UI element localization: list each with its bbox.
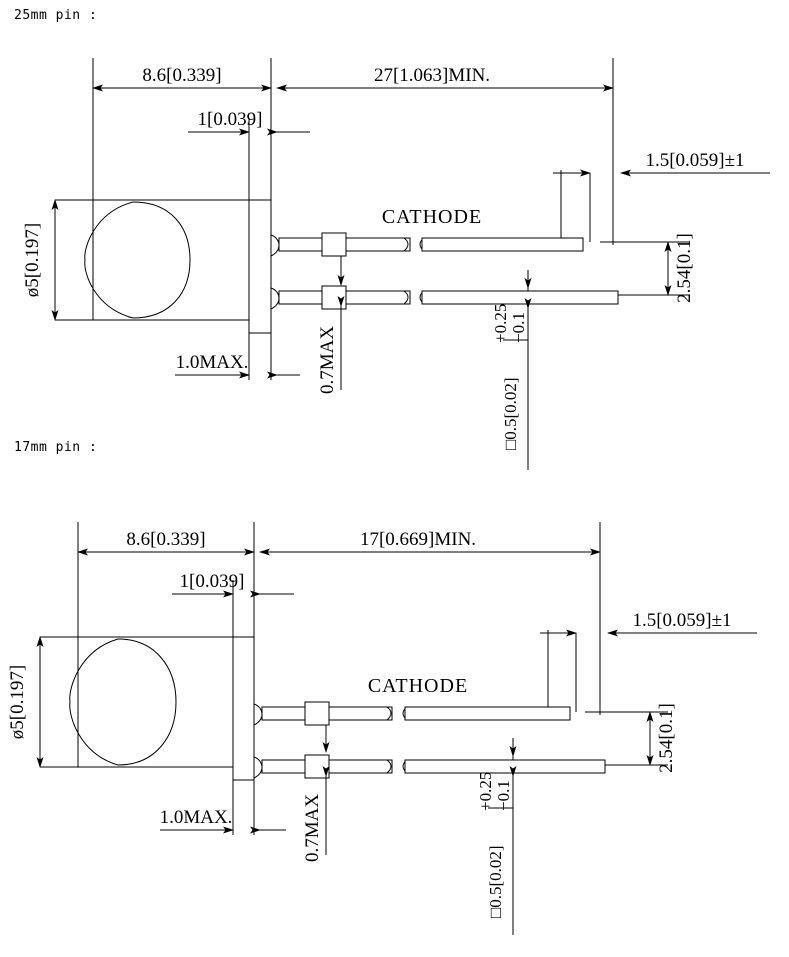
- dim-body-length-label-17: 8.6[0.339]: [126, 529, 205, 550]
- dim-lead-length-17: 17[0.669]MIN.: [259, 529, 601, 556]
- dim-lead-section-label-17: □0.5[0.02]: [486, 845, 505, 918]
- dim-body-diameter-25: ø5[0.197]: [22, 199, 95, 321]
- dim-body-length-label-25: 8.6[0.339]: [142, 65, 221, 86]
- dim-lead-tol-minus-label-25: −0.1: [509, 312, 528, 343]
- dim-stopper-max-17: 0.7MAX: [302, 732, 330, 862]
- dim-lead-pitch-label-25: 2.54[0.1]: [674, 233, 695, 303]
- dim-body-diameter-label-17: ø5[0.197]: [7, 665, 28, 739]
- dim-flange-thickness-25: 1[0.039]: [188, 109, 310, 136]
- dim-body-diameter-label-25: ø5[0.197]: [22, 223, 43, 297]
- dim-stopper-max-label-25: 0.7MAX: [317, 326, 338, 394]
- drawing-svg-17mm: 8.6[0.339] 17[0.669]MIN. 1[0.039] 1.5[0.…: [7, 522, 757, 935]
- dim-lead-tol-plus-label-17: +0.25: [476, 772, 495, 811]
- dim-lead-offset-label-17: 1.5[0.059]±1: [632, 610, 731, 631]
- cathode-label-25: CATHODE: [382, 206, 482, 228]
- cathode-lead-segment-b-25: [421, 237, 584, 252]
- dim-body-length-25: 8.6[0.339]: [92, 65, 272, 92]
- dim-flange-thickness-17: 1[0.039]: [172, 571, 294, 598]
- dim-flange-max-label-17: 1.0MAX.: [160, 807, 233, 828]
- led-leads-25: [270, 232, 619, 310]
- dim-lead-tol-plus-label-25: +0.25: [491, 304, 510, 343]
- cathode-label-17: CATHODE: [368, 675, 468, 697]
- led-drawing-25mm: 8.6[0.339] 27[1.063]MIN. 1[0.039] 1.5[0.…: [0, 30, 789, 470]
- cathode-lead-stopper-17: [304, 701, 330, 726]
- dim-lead-section-label-25: □0.5[0.02]: [501, 377, 520, 450]
- dim-lead-offset-17: 1.5[0.059]±1: [540, 610, 757, 712]
- anode-lead-segment-b-25: [421, 290, 619, 305]
- dim-stopper-max-25: 0.7MAX: [317, 262, 345, 394]
- dim-lead-offset-label-25: 1.5[0.059]±1: [645, 150, 744, 171]
- led-body-17: [69, 636, 255, 781]
- anode-lead-stopper-17: [304, 754, 330, 779]
- dim-flange-thickness-label-17: 1[0.039]: [180, 571, 245, 592]
- dim-body-diameter-17: ø5[0.197]: [7, 636, 80, 768]
- dim-flange-max-25: 1.0MAX.: [175, 352, 300, 379]
- dim-flange-thickness-label-25: 1[0.039]: [198, 109, 263, 130]
- dim-lead-pitch-25: 2.54[0.1]: [664, 233, 695, 303]
- section-title-25mm: 25mm pin :: [14, 8, 98, 23]
- dim-lead-section-25: □0.5[0.02] +0.25 −0.1: [491, 270, 532, 450]
- dim-body-length-17: 8.6[0.339]: [77, 529, 255, 556]
- section-title-17mm: 17mm pin :: [14, 440, 98, 455]
- cathode-lead-segment-b-17: [404, 706, 571, 721]
- dim-stopper-max-label-17: 0.7MAX: [302, 794, 323, 862]
- led-drawing-17mm: 8.6[0.339] 17[0.669]MIN. 1[0.039] 1.5[0.…: [0, 480, 789, 950]
- cathode-lead-stopper-25: [321, 232, 347, 257]
- dim-lead-length-label-25: 27[1.063]MIN.: [374, 65, 490, 86]
- dim-lead-length-25: 27[1.063]MIN.: [276, 65, 614, 92]
- led-body-25: [84, 199, 272, 334]
- dim-flange-max-17: 1.0MAX.: [160, 807, 286, 834]
- dim-lead-section-17: □0.5[0.02] +0.25 −0.1: [476, 738, 517, 918]
- dim-lead-length-label-17: 17[0.669]MIN.: [360, 529, 476, 550]
- dim-lead-pitch-17: 2.54[0.1]: [646, 703, 677, 773]
- dim-lead-pitch-label-17: 2.54[0.1]: [656, 703, 677, 773]
- drawing-svg-25mm: 8.6[0.339] 27[1.063]MIN. 1[0.039] 1.5[0.…: [22, 58, 770, 470]
- led-leads-17: [253, 701, 606, 779]
- anode-lead-segment-b-17: [404, 759, 606, 774]
- dim-lead-tol-minus-label-17: −0.1: [494, 780, 513, 811]
- anode-lead-stopper-25: [321, 285, 347, 310]
- dim-flange-max-label-25: 1.0MAX.: [176, 352, 249, 373]
- dim-lead-offset-25: 1.5[0.059]±1: [553, 150, 770, 242]
